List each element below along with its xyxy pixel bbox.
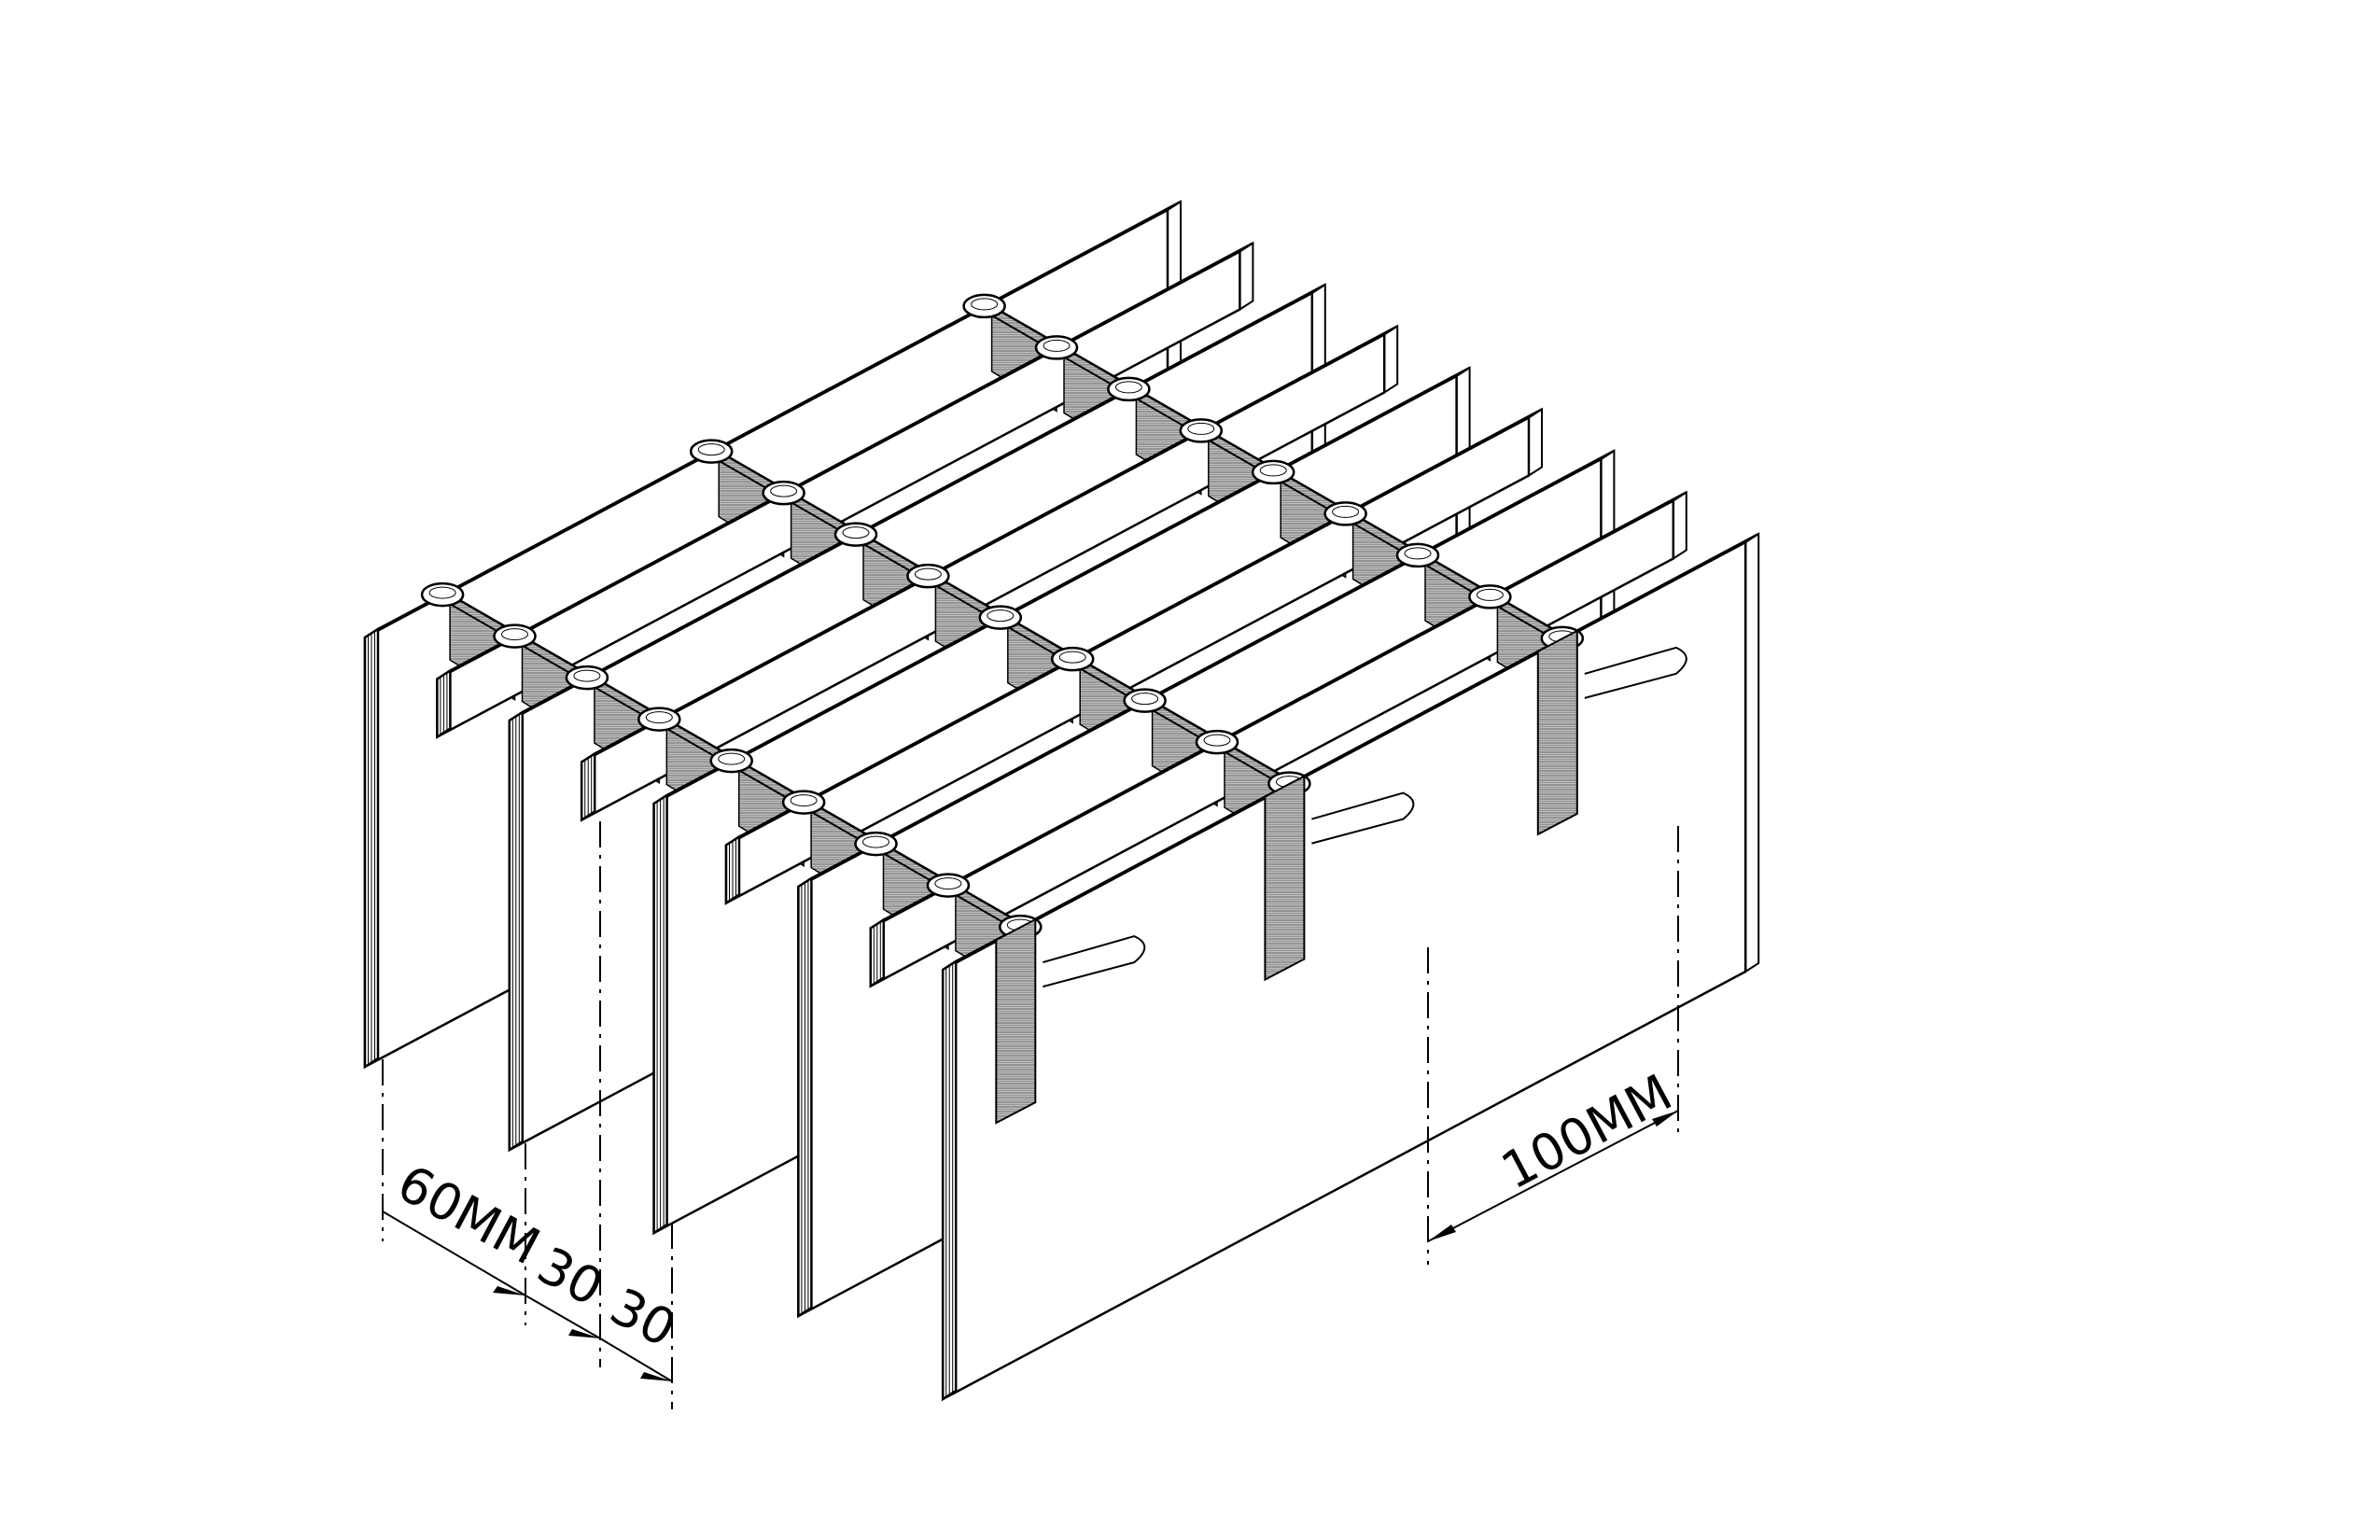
cross-rod-section (1536, 629, 1578, 836)
cross-rods (420, 293, 1687, 1125)
dim-label-60mm: 60MM (388, 1154, 550, 1277)
cross-rod-section (1264, 774, 1306, 982)
cross-rod (689, 439, 1415, 982)
dimensions (382, 821, 1679, 1409)
cross-rod (962, 293, 1687, 836)
cross-rod (420, 581, 1146, 1125)
rod-end (1311, 791, 1415, 845)
rod-end (1043, 935, 1146, 988)
rod-end (1584, 646, 1687, 699)
cross-rod-section (995, 917, 1037, 1125)
